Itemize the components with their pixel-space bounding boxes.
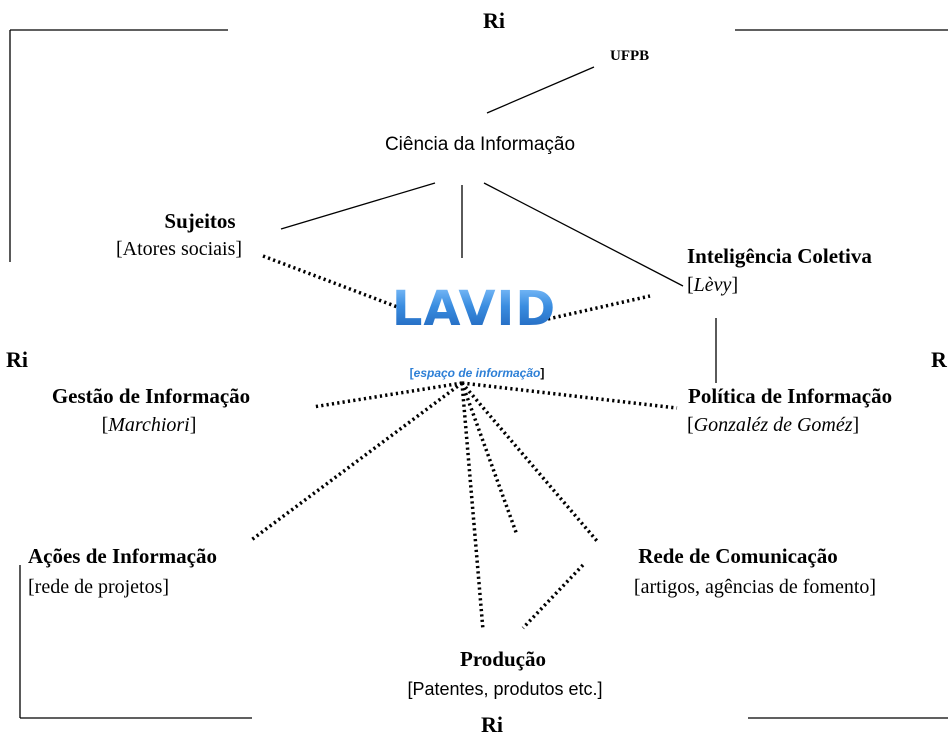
ri-label-left: Ri [6,347,28,372]
dotted-hub-producao-a [460,382,485,631]
acoes-sub: [rede de projetos] [28,576,170,598]
gestao-title: Gestão de Informação [51,384,251,408]
rede-title: Rede de Comunicação [638,544,838,568]
dotted-hub-producao-b [460,382,519,536]
dotted-lavid-inteligencia [547,294,651,321]
dotted-hub-gestao [312,381,463,409]
inteligencia-sub: [Lèvy] [687,274,739,296]
politica-author: Gonzaléz de Goméz [693,414,853,436]
sujeitos-sub: [Atores sociais] [115,238,243,260]
politica-sub: [Gonzaléz de Goméz] [687,414,860,436]
ciencia-label: Ciência da Informação [384,134,576,155]
dotted-hub-politica [461,381,678,410]
inteligencia-author: Lèvy [693,274,732,296]
dotted-rede-producao [521,563,585,630]
link-ciencia-inteligencia [483,182,684,287]
dotted-sujeitos-lavid [262,254,401,310]
lavid-sub: [espaço de informação] [409,366,545,380]
ri-label-bottom: Ri [481,712,503,737]
producao-sub: [Patentes, produtos etc.] [407,679,603,699]
inteligencia-title: Inteligência Coletiva [687,244,872,268]
lavid-title: LAVID [391,281,557,337]
link-ufpb-ciencia [486,66,595,114]
rede-sub: [artigos, agências de fomento] [633,576,877,598]
producao-title: Produção [460,647,546,671]
dotted-hub-rede [460,381,599,543]
acoes-title: Ações de Informação [28,544,217,568]
gestao-author: Marchiori [108,414,190,436]
ufpb-label: UFPB [610,48,650,64]
link-ciencia-sujeitos [280,182,436,230]
dotted-hub-acoes [248,381,464,543]
sujeitos-title: Sujeitos [164,209,236,233]
politica-title: Política de Informação [688,384,893,408]
ri-label-right: R [931,347,947,372]
ri-label-top: Ri [483,8,505,33]
gestao-sub: [Marchiori] [101,414,197,436]
